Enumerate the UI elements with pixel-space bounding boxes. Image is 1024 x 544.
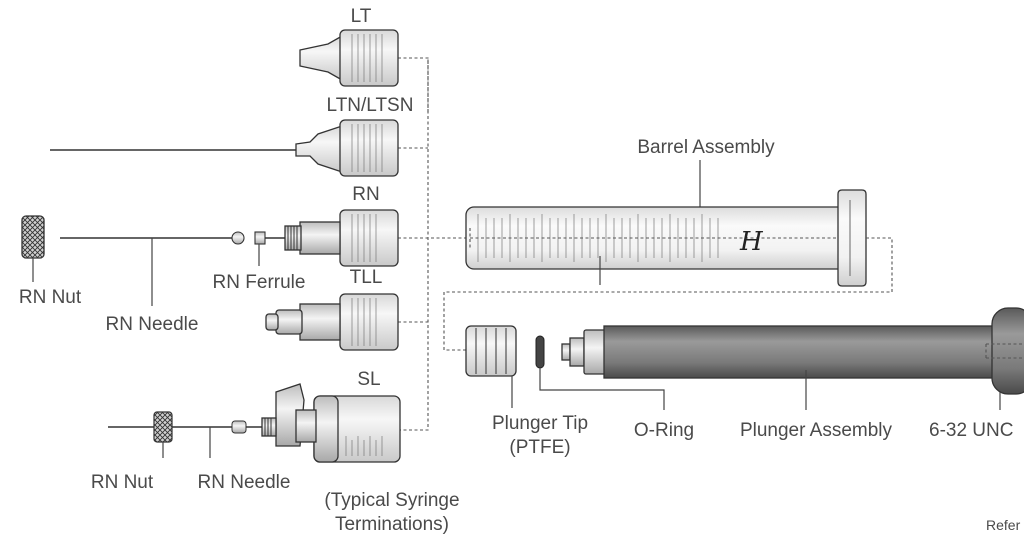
sl-needle-assembly (108, 411, 262, 443)
rn-nut (21, 215, 45, 259)
plunger-assembly (561, 307, 1024, 395)
plunger-assembly-label: Plunger Assembly (740, 420, 893, 441)
lt-termination (299, 29, 399, 87)
barrel-assembly (465, 189, 867, 287)
sl-termination (261, 383, 401, 463)
barrel-assembly-label: Barrel Assembly (637, 137, 775, 158)
rn-nut-label: RN Nut (19, 287, 82, 308)
terminations-caption-line1: (Typical Syringe (324, 490, 459, 511)
o-ring-leader (539, 368, 665, 410)
sl-rn-needle-label: RN Needle (198, 472, 291, 493)
rn-label: RN (352, 184, 379, 205)
plunger-tip-label-line2: (PTFE) (509, 437, 570, 458)
brand-mark: H (739, 227, 764, 257)
o-ring-label: O-Ring (634, 420, 694, 441)
tll-label: TLL (350, 267, 383, 288)
thread-label: 6-32 UNC (929, 420, 1013, 441)
sl-rn-nut-label: RN Nut (91, 472, 154, 493)
rn-needle-label: RN Needle (106, 314, 199, 335)
plunger-tip (465, 325, 517, 377)
reference-note: Refer (986, 517, 1021, 533)
rn-ferrule-label: RN Ferrule (213, 272, 306, 293)
lt-label: LT (351, 6, 372, 27)
tll-termination (265, 293, 399, 351)
ltn-ltsn-label: LTN/LTSN (327, 95, 414, 116)
ltn-ltsn-termination (50, 119, 399, 177)
rn-needle-assembly (60, 231, 285, 245)
termination-connector-lines (398, 57, 466, 431)
plunger-tip-label-line1: Plunger Tip (492, 413, 588, 434)
terminations-caption-line2: Terminations) (335, 514, 449, 535)
rn-termination (284, 209, 399, 267)
sl-label: SL (357, 369, 380, 390)
o-ring (535, 335, 545, 369)
barrel-to-plunger-connector (443, 237, 893, 351)
